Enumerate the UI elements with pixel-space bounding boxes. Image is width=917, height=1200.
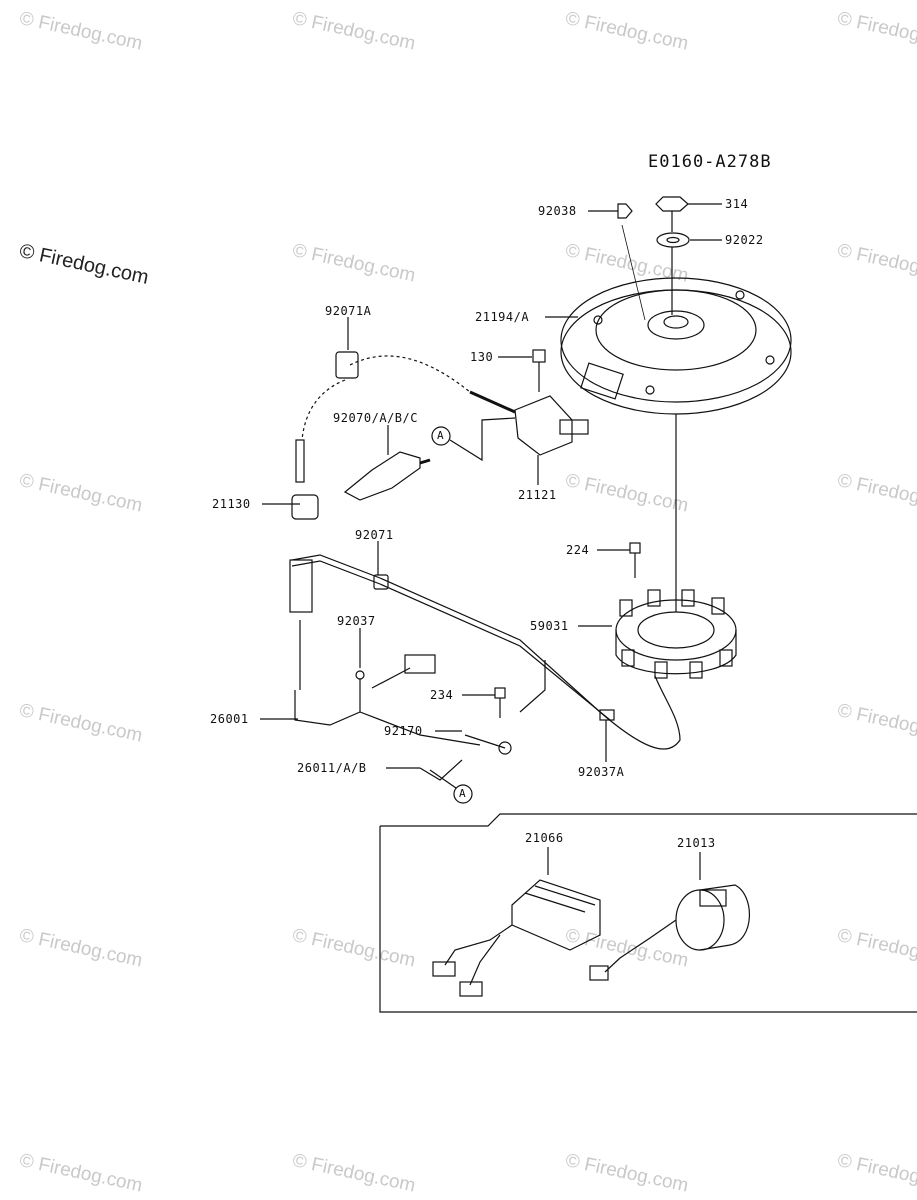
label-92037A: 92037A — [578, 765, 625, 779]
bolt-part — [532, 349, 546, 392]
callout-letter: A — [459, 787, 467, 800]
label-92070: 92070/A/B/C — [333, 411, 418, 425]
label-59031: 59031 — [530, 619, 569, 633]
label-92022: 92022 — [725, 233, 764, 247]
ignition-coil-part — [469, 390, 589, 456]
callout-circle — [431, 426, 451, 446]
label-21130: 21130 — [212, 497, 251, 511]
label-224: 224 — [566, 543, 590, 557]
washer-part — [656, 232, 690, 248]
label-92037: 92037 — [337, 614, 376, 628]
spark-plug-part — [343, 451, 431, 501]
plug-terminal-part — [291, 439, 319, 520]
label-21066: 21066 — [525, 831, 564, 845]
leader-lines — [260, 203, 722, 880]
stator-part — [615, 589, 737, 679]
nut-part — [655, 196, 689, 212]
label-234: 234 — [430, 688, 454, 702]
regulator-part — [432, 879, 601, 997]
label-21121: 21121 — [518, 488, 557, 502]
label-26011: 26011/A/B — [297, 761, 367, 775]
label-130: 130 — [470, 350, 494, 364]
box-outline — [379, 826, 917, 1013]
flywheel-part — [560, 277, 792, 415]
wiring-harness-part — [289, 554, 681, 781]
plug-boot-part — [335, 351, 359, 379]
label-92071A: 92071A — [325, 304, 372, 318]
label-21194: 21194/A — [475, 310, 530, 324]
label-26001: 26001 — [210, 712, 249, 726]
label-92071: 92071 — [355, 528, 394, 542]
callout-letter: A — [437, 429, 445, 442]
capacitor-part — [589, 884, 750, 981]
callout-circle — [453, 784, 473, 804]
label-21013: 21013 — [677, 836, 716, 850]
diagram-code: E0160-A278B — [648, 152, 772, 172]
box-top — [380, 813, 917, 827]
key-part — [617, 203, 633, 219]
label-314: 314 — [725, 197, 749, 211]
label-92038: 92038 — [538, 204, 577, 218]
stator-bolt-part — [629, 542, 641, 554]
label-92170: 92170 — [384, 724, 423, 738]
